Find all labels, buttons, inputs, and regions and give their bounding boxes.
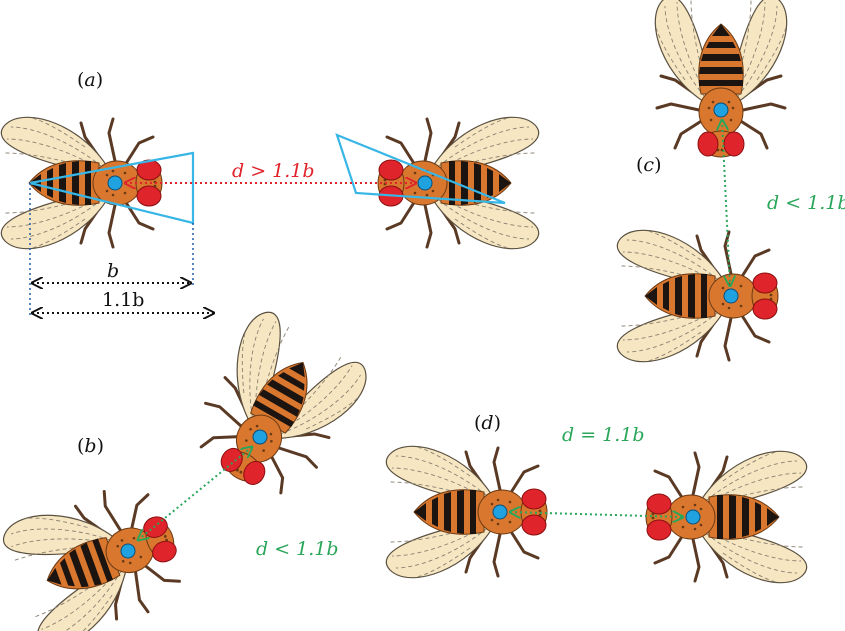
fly-a-left — [1, 117, 162, 249]
panel-c — [617, 0, 787, 362]
fly-c-upper — [655, 0, 787, 157]
panel-a-label: (a) — [77, 69, 103, 91]
fly-c-lower — [617, 230, 778, 362]
threshold-length-label: 1.1b — [102, 289, 144, 311]
panel-b-label: (b) — [77, 435, 104, 457]
fly-b-upper — [179, 306, 374, 511]
distance-annotation-a: d > 1.1b — [232, 160, 315, 182]
distance-annotation-c: d < 1.1b — [767, 192, 845, 214]
fly-d-left — [386, 446, 547, 578]
distance-annotation-d: d = 1.1b — [562, 424, 645, 446]
panel-d — [386, 446, 806, 583]
panel-b — [0, 306, 374, 631]
panel-d-label: (d) — [474, 412, 501, 434]
panel-c-label: (c) — [636, 154, 662, 176]
distance-annotation-b: d < 1.1b — [256, 538, 339, 560]
panel-a — [1, 117, 538, 318]
fly-b-lower — [0, 473, 195, 631]
body-length-label: b — [107, 260, 119, 282]
